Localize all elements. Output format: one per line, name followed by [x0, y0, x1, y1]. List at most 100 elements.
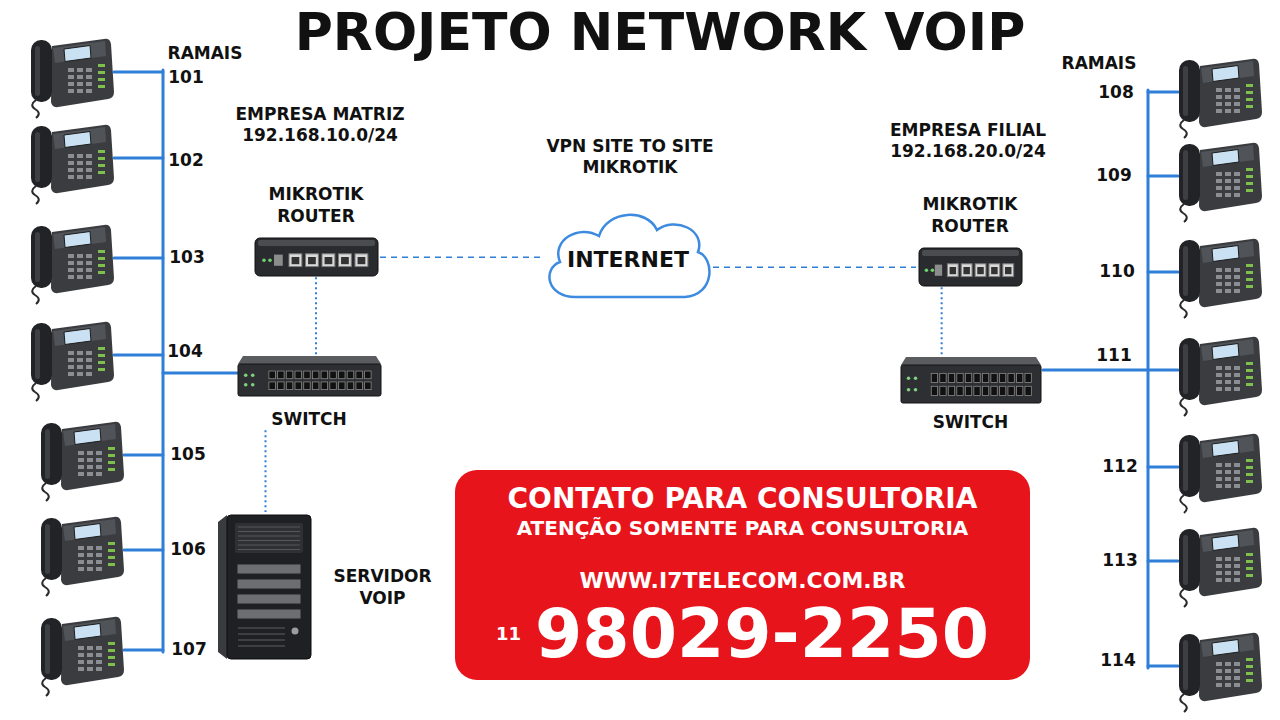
ip-phone: [31, 39, 114, 118]
server-icon: [218, 515, 227, 659]
phone-wire: [124, 549, 163, 552]
switch-icon: [329, 382, 336, 390]
router-icon: [947, 264, 958, 277]
switch-icon: [277, 382, 284, 390]
diagram-title: PROJETO NETWORK VOIP: [295, 4, 1026, 61]
switch-icon: [965, 386, 971, 395]
device-label: SERVIDOR VOIP: [325, 565, 440, 609]
phone-wire: [1148, 560, 1178, 563]
switch-icon: [295, 371, 302, 379]
switch-icon: [965, 373, 971, 382]
switch-icon: [939, 386, 945, 395]
ip-phone: [1179, 434, 1262, 513]
switch-icon: [312, 371, 319, 379]
ip-phone: [31, 125, 114, 204]
switch-icon: [237, 355, 382, 397]
site-label: EMPRESA FILIAL 192.168.20.0/24: [868, 120, 1068, 163]
switch-icon: [303, 382, 310, 390]
switch-icon: [355, 371, 362, 379]
switch-icon: [999, 373, 1005, 382]
router-icon: [991, 267, 997, 274]
router-icon: [963, 267, 969, 274]
server-icon: [235, 523, 303, 553]
switch-icon: [1016, 386, 1022, 395]
switch-icon: [973, 386, 979, 395]
router-icon: [975, 264, 986, 277]
switch-icon: [338, 371, 345, 379]
extension-number: 104: [167, 341, 203, 362]
switch-icon: [277, 371, 284, 379]
router-icon: [262, 259, 266, 263]
server-icon: [237, 579, 301, 589]
switch-icon: [338, 382, 345, 390]
router-icon: [274, 255, 283, 266]
server-icon: [238, 531, 300, 532]
phone-set: [31, 39, 1262, 712]
extension-number: 112: [1102, 456, 1138, 477]
extension-number: 110: [1099, 261, 1135, 282]
vpn-link: [713, 266, 916, 268]
extension-number: 103: [169, 247, 205, 268]
ip-phone: [41, 617, 124, 696]
server-icon: [238, 645, 285, 647]
switch-node: SWITCH: [898, 356, 1043, 433]
switch-icon: [956, 373, 962, 382]
switch-icon: [906, 388, 910, 392]
lan-link: [941, 287, 943, 356]
server-icon: [218, 512, 313, 662]
switch-icon: [364, 382, 371, 390]
switch-icon: [901, 365, 1041, 403]
router-icon: [338, 254, 351, 267]
router-icon: [308, 257, 316, 264]
switch-icon: [355, 382, 362, 390]
switch-icon: [931, 386, 937, 395]
router-icon: [919, 248, 1022, 286]
ip-phone: [1179, 633, 1262, 712]
phone-wire: [1148, 466, 1178, 469]
section-label: RAMAIS: [168, 43, 243, 64]
section-label: RAMAIS: [1062, 53, 1137, 74]
extension-number: 108: [1098, 82, 1134, 103]
switch-icon: [1024, 386, 1030, 395]
switch-wire: [163, 372, 237, 375]
router-icon: [930, 269, 934, 273]
switch-icon: [329, 371, 336, 379]
switch-icon: [1024, 373, 1030, 382]
switch-icon: [1007, 373, 1013, 382]
extension-number: 114: [1100, 650, 1136, 671]
switch-icon: [982, 373, 988, 382]
server-node: SERVIDOR VOIP: [218, 512, 440, 662]
router-icon: [324, 257, 332, 264]
router-icon: [258, 240, 375, 246]
switch-icon: [364, 371, 371, 379]
switch-icon: [347, 371, 354, 379]
switch-icon: [321, 371, 328, 379]
switch-icon: [999, 386, 1005, 395]
server-icon: [238, 535, 300, 536]
router-node: MIKROTIK ROUTER: [252, 183, 380, 277]
switch-icon: [243, 373, 247, 377]
switch-icon: [295, 382, 302, 390]
switch-icon: [948, 386, 954, 395]
switch-icon: [238, 364, 381, 396]
router-icon: [268, 259, 272, 263]
extension-number: 107: [171, 639, 207, 660]
router-icon: [918, 247, 1023, 287]
cloud-label: INTERNET: [567, 247, 689, 273]
extension-number: 102: [168, 150, 204, 171]
router-icon: [961, 264, 972, 277]
switch-icon: [931, 373, 937, 382]
extension-number: 106: [170, 539, 206, 560]
switch-icon: [286, 371, 293, 379]
router-node: MIKROTIK ROUTER: [916, 193, 1024, 287]
internet-cloud: INTERNET: [543, 205, 713, 305]
ip-phone: [1179, 528, 1262, 607]
router-icon: [1002, 264, 1013, 277]
phone-wire: [1148, 271, 1178, 274]
server-icon: [238, 549, 300, 550]
contact-website: WWW.I7TELECOM.COM.BR: [580, 568, 906, 594]
ip-phone: [41, 422, 124, 501]
switch-icon: [990, 386, 996, 395]
label-column: SERVIDOR VOIP: [325, 565, 440, 609]
phone-wire: [124, 454, 163, 457]
